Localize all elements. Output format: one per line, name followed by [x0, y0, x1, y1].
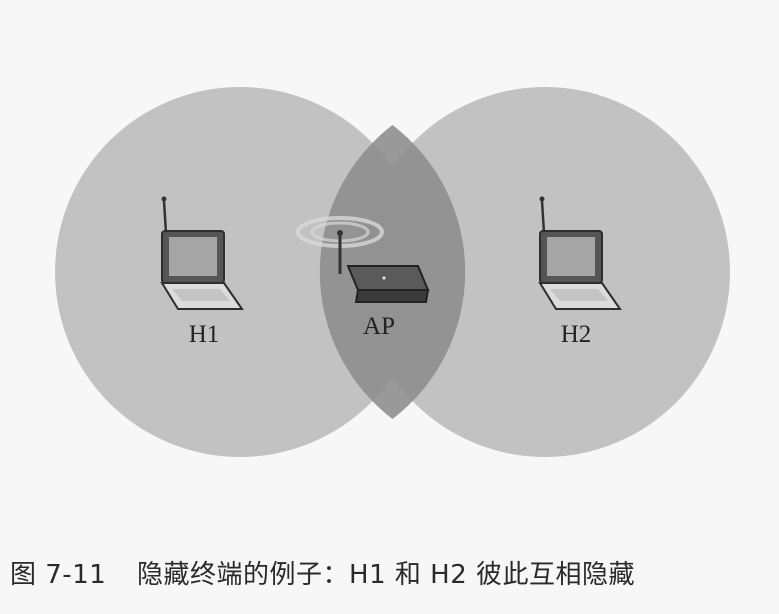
ap-label: AP	[363, 313, 395, 340]
h1-laptop-icon	[160, 196, 244, 310]
h1-label: H1	[189, 321, 220, 348]
caption-text: 隐藏终端的例子：H1 和 H2 彼此互相隐藏	[137, 560, 636, 590]
figure-number: 图 7-11	[10, 560, 107, 590]
h2-laptop-icon	[538, 196, 622, 310]
figure-caption: 图 7-11 隐藏终端的例子：H1 和 H2 彼此互相隐藏	[10, 554, 770, 591]
h2-label: H2	[561, 321, 592, 348]
ap-router-icon	[296, 216, 430, 303]
h1-coverage-circle	[55, 87, 425, 457]
